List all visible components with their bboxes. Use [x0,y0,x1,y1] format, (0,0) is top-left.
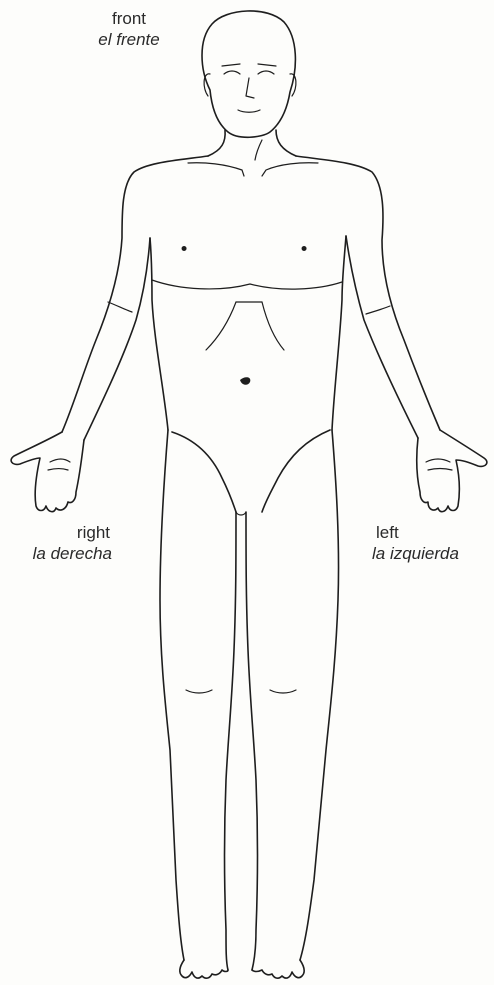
left-collarbone [262,163,318,176]
neck-right [208,130,225,156]
right-hand [11,432,84,512]
right-knee [186,690,212,693]
right-foot [180,960,228,978]
right-eye [224,71,240,74]
right-shoulder-arm-outer [62,156,208,432]
right-leg-outer [160,430,184,960]
left-shoulder-arm-outer [296,156,440,430]
right-leg-inner [225,512,237,970]
nose [246,78,254,98]
left-elbow-crease [366,306,390,314]
left-arm-inner [346,236,418,438]
right-elbow-crease [108,302,132,312]
left-palm-line-2 [428,469,452,471]
right-nipple [182,246,187,251]
left-eye [258,71,274,74]
navel [240,377,250,385]
torso-left-side [332,236,346,430]
torso-right-side [150,238,168,430]
left-nipple [302,246,307,251]
rib-line-left [262,302,284,350]
head-outline [202,11,295,137]
right-groin-line [172,432,236,512]
left-leg-inner [246,512,258,970]
mouth [238,110,260,112]
left-foot [252,960,304,978]
right-palm-line-2 [48,469,68,471]
left-eyebrow [258,64,276,66]
left-hand [417,430,487,512]
chest-under-line [152,280,342,289]
neck-line [255,140,262,160]
left-groin-line [262,430,330,512]
left-palm-line-1 [426,459,450,462]
left-ear [290,74,296,96]
left-leg-outer [300,430,339,960]
left-knee [270,690,296,693]
crotch-line [236,512,246,515]
right-palm-line-1 [50,459,70,462]
right-eyebrow [222,64,240,66]
right-arm-inner [84,238,150,440]
right-collarbone [188,163,244,176]
rib-line-right [206,302,236,350]
neck-left [276,130,296,156]
